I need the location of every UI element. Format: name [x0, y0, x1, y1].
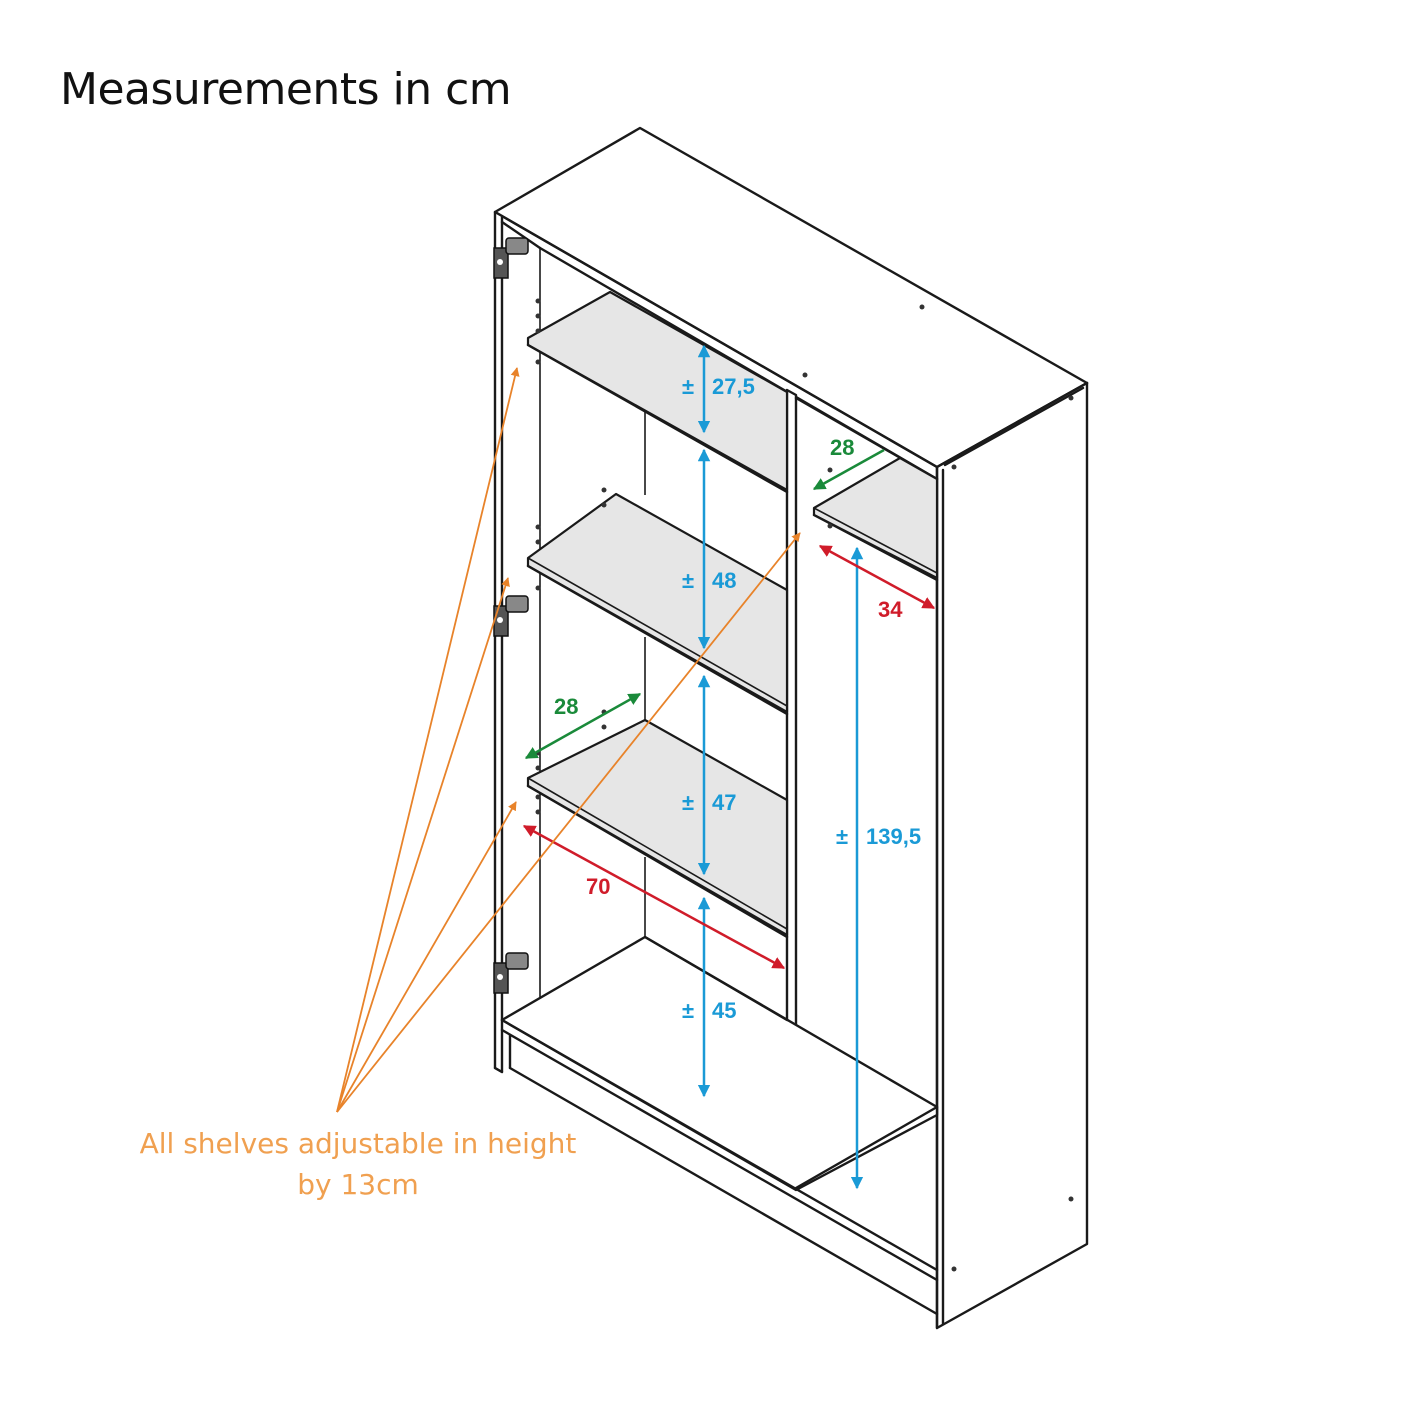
dim-label-h-right: 139,5	[866, 824, 921, 849]
dim-arrow-width-right	[818, 544, 936, 610]
note-arrow-4	[336, 532, 801, 1113]
height-dimensions: ± 27,5 ± 48 ± 47 ± 45 ± 139,5	[682, 344, 921, 1190]
shelf-3	[526, 718, 789, 937]
dim-label-depth-right: 28	[830, 435, 854, 460]
dim-label-width-right: 34	[878, 597, 903, 622]
width-dimensions: 70 34	[522, 544, 936, 970]
dim-arrow-depth-right	[812, 448, 885, 491]
note-line-2: by 13cm	[297, 1168, 419, 1201]
dim-label-depth-left: 28	[554, 694, 578, 719]
dim-label-h2: 48	[712, 568, 736, 593]
dim-label-h4: 45	[712, 998, 736, 1023]
hinge-bottom	[493, 952, 529, 994]
dim-label-h3: 47	[712, 790, 736, 815]
left-side-panel	[493, 210, 504, 1074]
pm-h2: ±	[682, 568, 694, 593]
note-arrow-3	[336, 801, 517, 1113]
shelf-2	[526, 492, 789, 714]
dim-arrow-width-left	[522, 824, 786, 970]
pin-holes	[535, 298, 1074, 1272]
hinges	[493, 237, 529, 994]
pm-h-right: ±	[836, 824, 848, 849]
dim-label-h1: 27,5	[712, 374, 755, 399]
cabinet-body	[493, 126, 1089, 1330]
note-arrow-2	[336, 577, 510, 1113]
depth-dimensions: 28 28	[524, 435, 885, 760]
dim-arrow-depth-left	[524, 692, 642, 760]
right-side-panel	[935, 381, 1089, 1330]
pm-h3: ±	[682, 790, 694, 815]
dim-label-width-left: 70	[586, 874, 610, 899]
adjustable-note: All shelves adjustable in height by 13cm	[140, 367, 801, 1201]
pm-h1: ±	[682, 374, 694, 399]
page-title: Measurements in cm	[60, 64, 512, 115]
pm-h4: ±	[682, 998, 694, 1023]
note-line-1: All shelves adjustable in height	[140, 1127, 577, 1160]
note-arrow-1	[336, 367, 520, 1113]
hinge-top	[493, 237, 529, 279]
